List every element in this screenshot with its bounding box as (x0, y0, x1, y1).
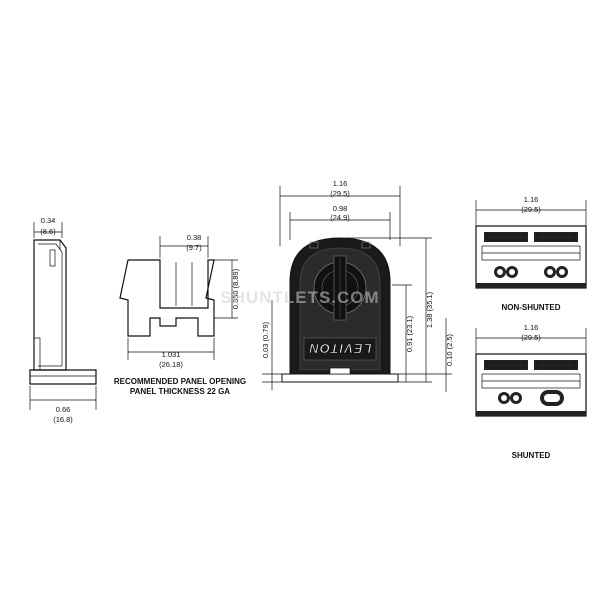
panel-top-width-mm: (9.7) (186, 243, 202, 252)
front-logo: LEVITON (308, 341, 371, 356)
side-view: 0.34 (8.6) 0.66 (16.8) (29, 216, 97, 424)
panel-width: 1.031 (162, 350, 181, 359)
front-dim-left-small: 0.03 (0.79) (261, 321, 270, 358)
front-dim-mid: 0.91 (23.1) (405, 315, 414, 352)
panel-caption-line1: RECOMMENDED PANEL OPENING (114, 377, 246, 386)
non-shunted-width-mm: (29.5) (521, 205, 541, 214)
panel-top-width: 0.38 (187, 233, 202, 242)
front-dim-right-small: 0.10 (2.5) (445, 333, 454, 366)
front-dim-overall-height: 1.38 (35.1) (425, 291, 434, 328)
shunted-label: SHUNTED (512, 451, 551, 460)
front-inner-width: 0.98 (333, 204, 348, 213)
side-top-width: 0.34 (41, 216, 56, 225)
front-view: 1.16 (29.5) 0.98 (24.9) LEVITON 0.03 (0.… (261, 179, 454, 392)
front-overall-width: 1.16 (333, 179, 348, 188)
panel-caption-line2: PANEL THICKNESS 22 GA (130, 387, 230, 396)
watermark-text: SHUNTLETS.COM (220, 288, 379, 307)
panel-width-mm: (26.18) (159, 360, 183, 369)
shunted-width-mm: (29.5) (521, 333, 541, 342)
side-top-width-mm: (8.6) (40, 227, 56, 236)
shunted-view: 1.16 (29.5) SHUNTED (475, 323, 587, 460)
side-base-width-mm: (16.8) (53, 415, 73, 424)
shunted-width: 1.16 (524, 323, 539, 332)
front-overall-width-mm: (29.5) (330, 189, 350, 198)
non-shunted-width: 1.16 (524, 195, 539, 204)
side-base-width: 0.66 (56, 405, 71, 414)
non-shunted-view: 1.16 (29.5) NON-SHUNTED (475, 195, 587, 312)
panel-opening-view: 0.38 (9.7) 0.350 (8.89) 1.031 (26.18) RE… (114, 233, 246, 396)
non-shunted-label: NON-SHUNTED (501, 303, 560, 312)
front-inner-width-mm: (24.9) (330, 213, 350, 222)
panel-height: 0.350 (8.89) (231, 268, 240, 309)
